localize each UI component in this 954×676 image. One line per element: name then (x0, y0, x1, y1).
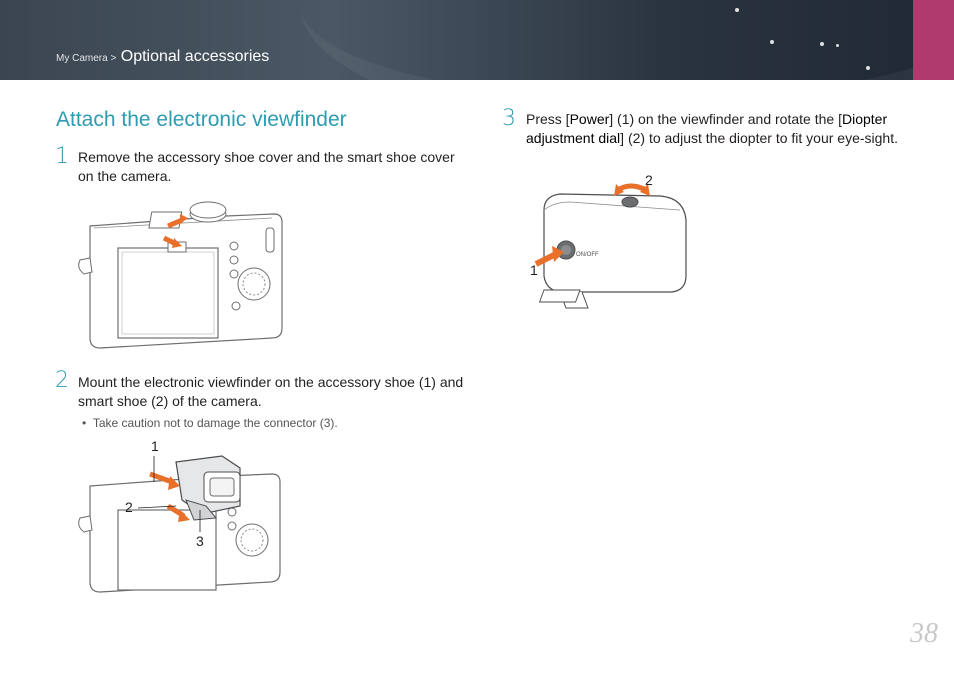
viewfinder-figure: ON/OFF (534, 183, 687, 309)
step-number: 2 (55, 368, 69, 393)
breadcrumb-prefix: My Camera > (56, 53, 117, 64)
step-number: 3 (502, 106, 516, 131)
diopter-dial-label: Diopter adjustment dial (526, 111, 888, 146)
step-text-part: Press [ (526, 111, 570, 127)
section-title: Attach the electronic viewfinder (56, 108, 347, 131)
header-sparkle (735, 8, 739, 12)
callout-label: 1 (530, 262, 538, 278)
page-number: 38 (910, 618, 938, 649)
step-note: • Take caution not to damage the connect… (82, 416, 338, 430)
step-note-text: Take caution not to damage the connector… (92, 416, 338, 430)
camera-figure-2 (78, 455, 281, 593)
step-text: Mount the electronic viewfinder on the a… (78, 374, 464, 409)
breadcrumb-section[interactable]: Optional accessories (120, 48, 270, 65)
header-sparkle (866, 66, 870, 70)
page-header: My Camera > Optional accessories (0, 0, 954, 80)
step-text-part: ] (2) to adjust the diopter to fit your … (620, 130, 898, 146)
callout-label: 2 (125, 499, 133, 515)
callout-label: 2 (645, 172, 653, 188)
step-text-part: ] (1) on the viewfinder and rotate the [ (609, 111, 842, 127)
header-tab (913, 0, 954, 80)
step-number: 1 (55, 144, 69, 169)
header-decoration (300, 0, 954, 80)
header-sparkle (770, 40, 774, 44)
breadcrumb: My Camera > Optional accessories (56, 48, 269, 66)
callout-label: 1 (151, 438, 159, 454)
power-button-label: Power (569, 111, 610, 127)
step-text: Press [Power] (1) on the viewfinder and … (526, 110, 918, 148)
camera-figure-1 (78, 201, 283, 349)
step-text: Remove the accessory shoe cover and the … (78, 149, 455, 184)
button-label: ON/OFF (576, 252, 599, 258)
header-sparkle (836, 44, 839, 47)
header-sparkle (820, 42, 824, 46)
callout-label: 3 (196, 533, 204, 549)
